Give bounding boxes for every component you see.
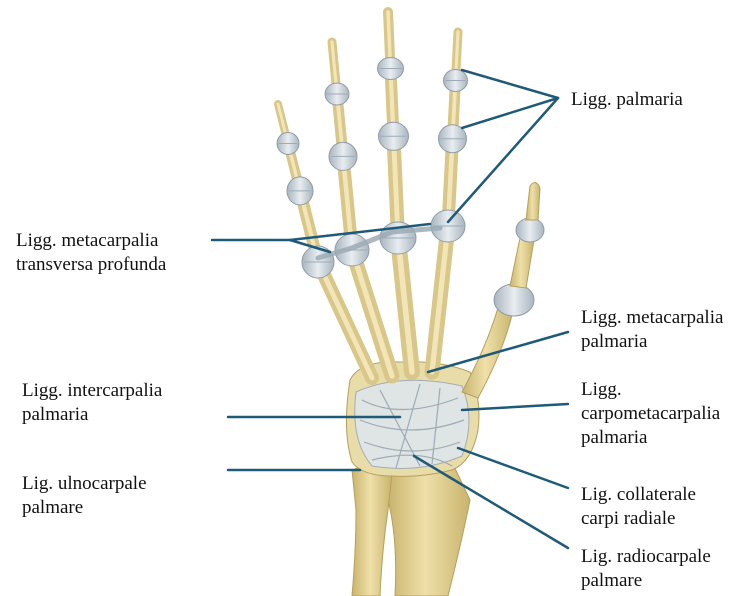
label-line: Lig. ulnocarpale: [22, 472, 147, 496]
leader-palmaria: [448, 70, 558, 222]
label-lig-collaterale-carpi-radiale: Lig. collaterale carpi radiale: [581, 483, 696, 531]
label-ligg-palmaria: Ligg. palmaria: [571, 88, 683, 112]
label-line: Ligg.: [581, 378, 720, 402]
label-line: Ligg. metacarpalia: [581, 306, 723, 330]
leader-carpometacarpalia: [462, 404, 568, 410]
leader-radiocarpale: [414, 456, 568, 548]
label-line: palmaria: [581, 330, 723, 354]
leader-metacarpalia-transversa: [212, 224, 430, 252]
label-lig-radiocarpale-palmare: Lig. radiocarpale palmare: [581, 545, 711, 593]
label-line: Ligg. intercarpalia: [22, 379, 162, 403]
label-line: palmaria: [581, 426, 720, 450]
label-line: carpi radiale: [581, 507, 696, 531]
label-line: palmare: [581, 569, 711, 593]
label-ligg-intercarpalia-palmaria: Ligg. intercarpalia palmaria: [22, 379, 162, 427]
label-line: Ligg. palmaria: [571, 88, 683, 112]
label-line: transversa profunda: [16, 253, 166, 277]
label-line: Ligg. metacarpalia: [16, 229, 166, 253]
label-line: palmaria: [22, 403, 162, 427]
label-ligg-metacarpalia-palmaria: Ligg. metacarpalia palmaria: [581, 306, 723, 354]
label-line: carpometacarpalia: [581, 402, 720, 426]
label-line: palmare: [22, 496, 147, 520]
label-ligg-metacarpalia-transversa-profunda: Ligg. metacarpalia transversa profunda: [16, 229, 166, 277]
leader-collaterale: [458, 448, 568, 488]
label-line: Lig. collaterale: [581, 483, 696, 507]
leader-metacarpalia-palmaria: [428, 332, 568, 372]
label-line: Lig. radiocarpale: [581, 545, 711, 569]
label-lig-ulnocarpale-palmare: Lig. ulnocarpale palmare: [22, 472, 147, 520]
label-ligg-carpometacarpalia-palmaria: Ligg. carpometacarpalia palmaria: [581, 378, 720, 450]
